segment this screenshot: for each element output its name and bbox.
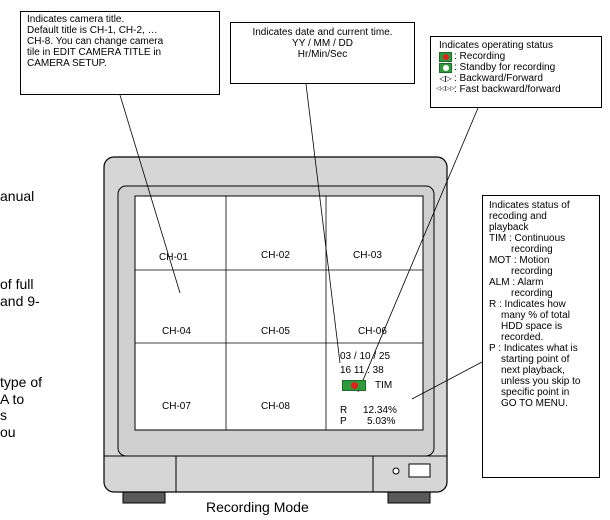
backward-forward-icon: ◁▷ bbox=[439, 74, 452, 83]
status-legend-fast-backward-forward: ◁◁▷▷ : Fast backward/forward bbox=[436, 84, 593, 95]
status-legend-backward-forward: ◁▷ : Backward/Forward bbox=[439, 73, 593, 84]
cropped-text: type of bbox=[0, 374, 43, 390]
callout-line: unless you skip to bbox=[501, 376, 581, 387]
callout-camera-title: Indicates camera title. Default title is… bbox=[20, 11, 220, 95]
recording-icon bbox=[439, 51, 452, 62]
overlay-mode: TIM bbox=[375, 380, 393, 391]
callout-line: Default title is CH-1, CH-2, … bbox=[27, 25, 158, 36]
callout-line: R : Indicates how bbox=[489, 299, 566, 310]
cropped-text: s bbox=[0, 407, 7, 423]
callout-rec-status: Indicates status of recoding and playbac… bbox=[482, 195, 600, 478]
callout-line: specific point in bbox=[501, 387, 570, 398]
cropped-text: A to bbox=[0, 391, 25, 407]
callout-line: Indicates camera title. bbox=[27, 14, 125, 25]
callout-line: YY / MM / DD bbox=[292, 38, 353, 49]
overlay-p-value: 5.03% bbox=[367, 416, 396, 427]
status-legend-standby: : Standby for recording bbox=[439, 62, 593, 73]
callout-title: Indicates operating status bbox=[439, 40, 553, 51]
status-legend-recording: : Recording bbox=[439, 51, 593, 62]
tile-label-ch08: CH-08 bbox=[261, 401, 290, 412]
tile-label-ch01: CH-01 bbox=[159, 252, 188, 263]
caption: Recording Mode bbox=[206, 499, 309, 515]
callout-line: recording bbox=[511, 266, 553, 277]
tile-label-ch02: CH-02 bbox=[261, 250, 290, 261]
callout-line: ALM : Alarm bbox=[489, 277, 544, 288]
power-light-icon bbox=[392, 467, 400, 475]
power-button[interactable] bbox=[408, 463, 431, 478]
legend-label: : Fast backward/forward bbox=[454, 84, 561, 95]
tile-label-ch06: CH-06 bbox=[358, 326, 387, 337]
monitor-screen bbox=[134, 195, 424, 431]
overlay-time: 16 11 : 38 bbox=[340, 365, 384, 376]
tile-label-ch03: CH-03 bbox=[353, 250, 382, 261]
cropped-text: and 9- bbox=[0, 293, 40, 309]
tile-label-ch07: CH-07 bbox=[162, 401, 191, 412]
callout-line: MOT : Motion bbox=[489, 255, 550, 266]
recording-indicator-icon bbox=[342, 380, 366, 391]
callout-line: TIM : Continuous bbox=[489, 233, 566, 244]
callout-line: recoding and bbox=[489, 211, 547, 222]
callout-line: CH-8. You can change camera bbox=[27, 36, 164, 47]
callout-line: Hr/Min/Sec bbox=[297, 49, 348, 60]
callout-line: Indicates status of bbox=[489, 200, 570, 211]
callout-line: CAMERA SETUP. bbox=[27, 58, 107, 69]
callout-line: Indicates date and current time. bbox=[252, 27, 393, 38]
tile-label-ch04: CH-04 bbox=[162, 326, 191, 337]
standby-icon bbox=[439, 62, 452, 73]
callout-line: next playback, bbox=[501, 365, 565, 376]
fast-backward-forward-icon: ◁◁▷▷ bbox=[436, 86, 455, 92]
leader-line-date bbox=[305, 83, 341, 364]
callout-line: starting point of bbox=[501, 354, 570, 365]
callout-date-time: Indicates date and current time. YY / MM… bbox=[230, 22, 415, 84]
callout-line: P : Indicates what is bbox=[489, 343, 578, 354]
cropped-text: of full bbox=[0, 276, 34, 292]
overlay-r-value: 12.34% bbox=[363, 405, 397, 416]
callout-line: recorded. bbox=[501, 332, 544, 343]
callout-line: recording bbox=[511, 288, 553, 299]
leader-line-title bbox=[119, 94, 181, 294]
overlay-r-label: R bbox=[340, 405, 348, 416]
callout-operating-status: Indicates operating status : Recording :… bbox=[430, 36, 602, 108]
overlay-date: 03 / 10 / 25 bbox=[340, 351, 391, 362]
callout-line: playback bbox=[489, 222, 529, 233]
callout-line: GO TO MENU. bbox=[501, 398, 568, 409]
cropped-text: anual bbox=[0, 188, 35, 204]
callout-line: tile in EDIT CAMERA TITLE in bbox=[27, 47, 162, 58]
cropped-text: ou bbox=[0, 424, 16, 440]
overlay-p-label: P bbox=[340, 416, 347, 427]
callout-line: many % of total bbox=[501, 310, 570, 321]
tile-label-ch05: CH-05 bbox=[261, 326, 290, 337]
callout-line: HDD space is bbox=[501, 321, 563, 332]
legend-label: : Standby for recording bbox=[454, 62, 556, 73]
legend-label: : Recording bbox=[454, 51, 506, 62]
callout-line: recording bbox=[511, 244, 553, 255]
legend-label: : Backward/Forward bbox=[454, 73, 543, 84]
leader-line-status bbox=[357, 107, 479, 393]
leader-line-record bbox=[411, 361, 483, 400]
